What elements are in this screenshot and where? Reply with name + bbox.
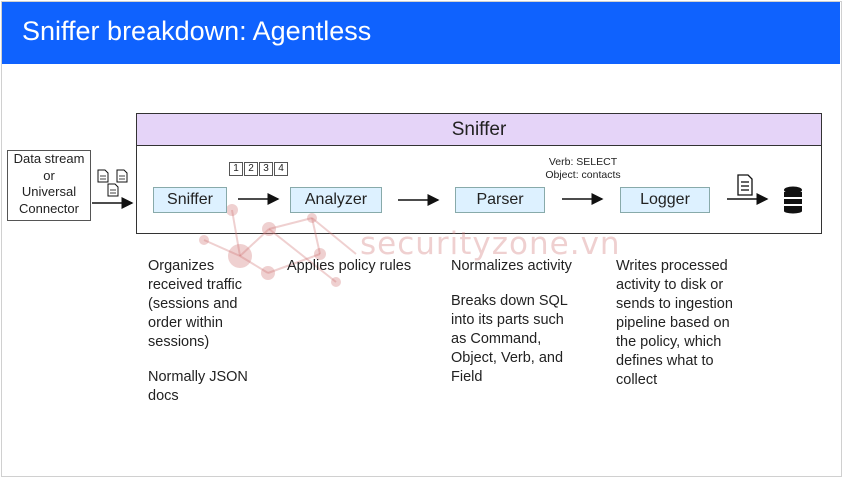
- source-line: or: [43, 167, 55, 183]
- sniffer-panel: Sniffer: [136, 113, 822, 234]
- slide-title: Sniffer breakdown: Agentless: [22, 16, 372, 46]
- verb-label: Verb: SELECT: [548, 156, 618, 168]
- watermark-node: [228, 244, 252, 268]
- description-paragraph: Breaks down SQL into its parts such as C…: [451, 293, 568, 385]
- parser-metadata: Verb: SELECT Object: contacts: [535, 156, 631, 182]
- stage-parser: Parser: [455, 187, 545, 213]
- database-icon: [784, 186, 802, 214]
- packet-order-boxes: 1 2 3 4: [229, 162, 289, 176]
- logger-description: Writes processed activity to disk or sen…: [616, 257, 766, 406]
- stage-sniffer: Sniffer: [153, 187, 227, 213]
- description-paragraph: Writes processed activity to disk or sen…: [616, 258, 733, 388]
- source-line: Data stream: [13, 151, 85, 166]
- stage-analyzer: Analyzer: [290, 187, 382, 213]
- data-source-box: Data stream or Universal Connector: [7, 150, 91, 221]
- watermark-graphic: [199, 204, 357, 287]
- description-paragraph: Normalizes activity: [451, 258, 572, 274]
- order-number: 1: [229, 162, 243, 176]
- source-line: Universal: [21, 184, 77, 199]
- description-paragraph: Organizes received traffic (sessions and…: [148, 258, 243, 350]
- source-line: Connector: [19, 200, 79, 216]
- document-icon: [737, 174, 753, 196]
- description-paragraph: Applies policy rules: [287, 258, 412, 274]
- document-icon: [97, 169, 128, 197]
- analyzer-description: Applies policy rules: [287, 257, 447, 292]
- sniffer-description: Organizes received traffic (sessions and…: [148, 257, 283, 422]
- stage-logger: Logger: [620, 187, 710, 213]
- order-number: 4: [274, 162, 288, 176]
- parser-description: Normalizes activity Breaks down SQL into…: [451, 257, 601, 403]
- description-paragraph: Normally JSON docs: [148, 369, 248, 404]
- title-bar: Sniffer breakdown: Agentless: [2, 2, 840, 64]
- order-number: 3: [259, 162, 273, 176]
- watermark-text: securityzone.vn: [360, 226, 621, 262]
- panel-title: Sniffer: [137, 114, 821, 146]
- order-number: 2: [244, 162, 258, 176]
- object-label: Object: contacts: [545, 169, 621, 181]
